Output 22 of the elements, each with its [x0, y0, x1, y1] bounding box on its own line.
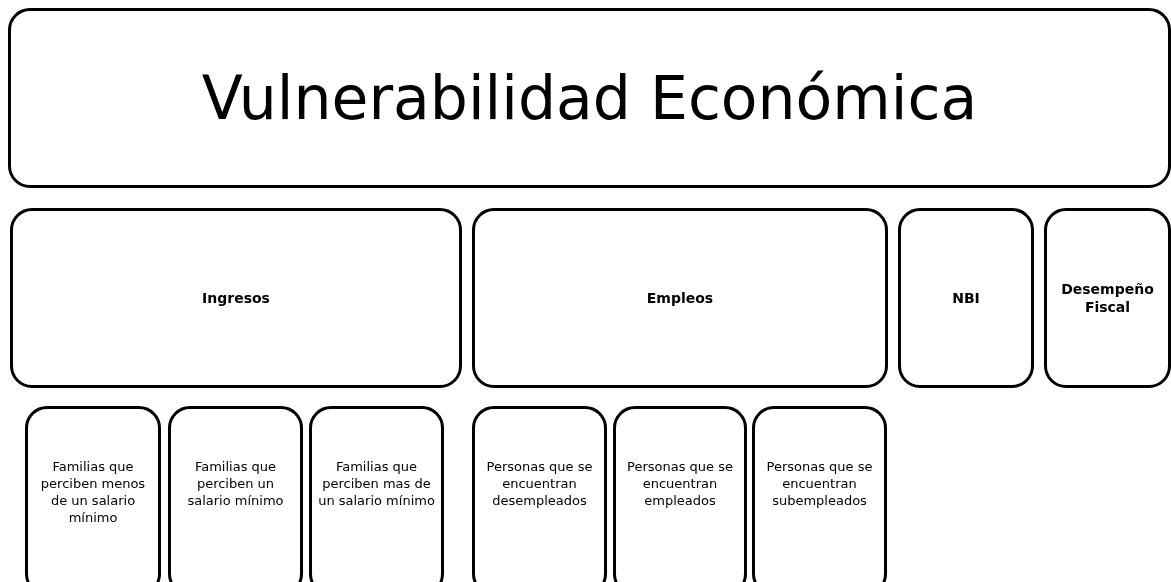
indicator-box: [168, 406, 303, 582]
category-box: [1044, 208, 1171, 388]
box-label: Familias que perciben mas de un salario mínimo: [318, 459, 435, 510]
category-box: [472, 208, 888, 388]
box-label: Personas que se encuentran empleados: [626, 459, 734, 510]
indicator-box: [309, 406, 444, 582]
box-label: Familias que perciben menos de un salario mínimo: [39, 459, 147, 527]
box-label: Empleos: [646, 288, 714, 308]
box-label: Familias que perciben un salario mínimo: [186, 459, 285, 510]
box-label: Desempeño Fiscal: [1060, 279, 1155, 317]
box-label: Personas que se encuentran desempleados: [485, 459, 594, 510]
box-label: Personas que se encuentran subempleados: [765, 459, 874, 510]
box-label: Ingresos: [202, 288, 270, 308]
indicator-box: [752, 406, 887, 582]
indicator-box: [613, 406, 747, 582]
category-box: [10, 208, 462, 388]
indicator-box: [25, 406, 161, 582]
title-text: Vulnerabilidad Económica: [201, 65, 978, 131]
title-box: [8, 8, 1171, 188]
indicator-box: [472, 406, 607, 582]
category-box: [898, 208, 1034, 388]
box-label: NBI: [952, 288, 980, 308]
